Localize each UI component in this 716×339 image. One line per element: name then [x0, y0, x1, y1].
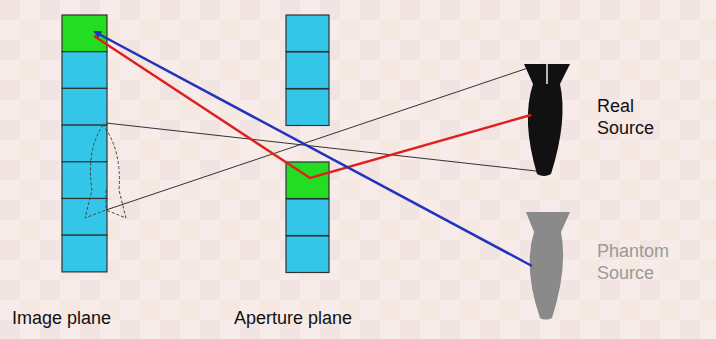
- phantom-source-bomb: [526, 212, 570, 320]
- real-ray: [94, 36, 531, 178]
- source-label: Real Source: [597, 96, 667, 139]
- plane-cell: [62, 125, 107, 162]
- plane-cell: [286, 52, 329, 89]
- plane-cell: [286, 15, 329, 52]
- real-source-bomb: [524, 64, 570, 176]
- plane-cell: [62, 199, 107, 236]
- phantom-ray: [95, 32, 532, 266]
- plane-label: Aperture plane: [234, 308, 404, 330]
- plane-cell: [62, 88, 107, 125]
- plane-cell: [286, 199, 329, 236]
- plane-cell: [62, 52, 107, 89]
- plane-cell: [286, 236, 329, 273]
- plane-cell: [286, 89, 329, 126]
- plane-cell: [62, 162, 107, 199]
- projected-image: [85, 125, 126, 218]
- plane-cell: [62, 15, 107, 52]
- projection-lines: [106, 68, 545, 210]
- image-plane-column: [62, 15, 107, 272]
- source-label: Phantom Source: [597, 241, 707, 284]
- real-source-fin: [546, 64, 548, 84]
- plane-cell: [62, 235, 107, 272]
- plane-label: Image plane: [12, 308, 172, 330]
